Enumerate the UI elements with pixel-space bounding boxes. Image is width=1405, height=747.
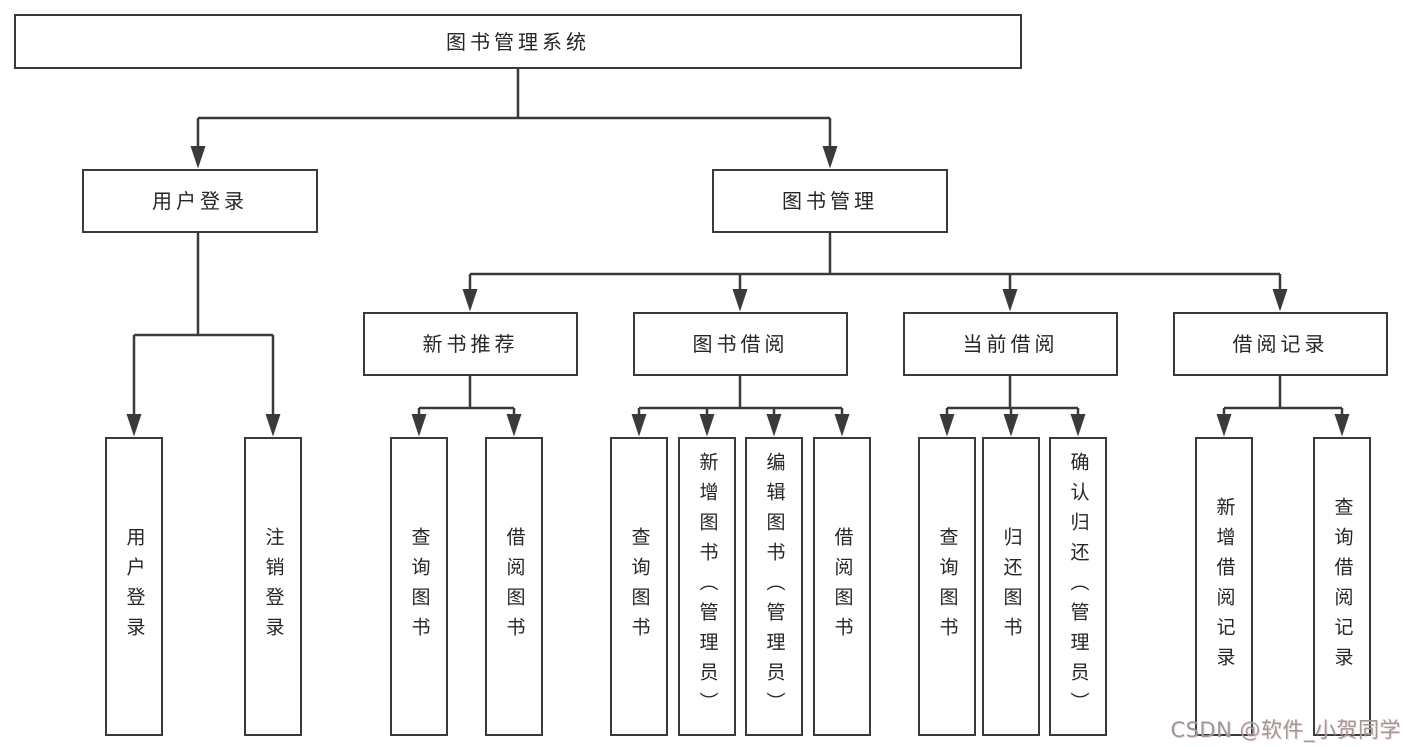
- node-label: 查询借阅记录: [1331, 496, 1354, 677]
- edge-borrow-records-to-leaves: [1216, 376, 1350, 437]
- node-label: 查询图书: [936, 526, 959, 647]
- node-borrow-records: 借阅记录: [1173, 312, 1388, 376]
- csdn-watermark: CSDN @软件_小贺同学: [1170, 718, 1401, 742]
- node-label: 归还图书: [1000, 526, 1023, 647]
- node-book-borrow: 图书借阅: [633, 312, 848, 376]
- leaf-edit-books-admin: 编辑图书（管理员）: [745, 437, 803, 736]
- node-label: 新增图书（管理员）: [696, 451, 719, 722]
- node-user-login: 用户登录: [82, 169, 318, 233]
- leaf-logout: 注销登录: [244, 437, 302, 736]
- node-label: 查询图书: [408, 526, 431, 647]
- node-label: 借阅记录: [1232, 332, 1329, 356]
- edge-book-borrow-to-leaves: [631, 376, 850, 437]
- leaf-add-borrow-record: 新增借阅记录: [1195, 437, 1253, 736]
- node-label: 新书推荐: [422, 332, 519, 356]
- edge-new-book-recommend-to-leaves: [411, 376, 522, 437]
- leaf-borrow-books: 借阅图书: [813, 437, 871, 736]
- node-label: 确认归还（管理员）: [1067, 451, 1090, 722]
- node-label: 新增借阅记录: [1213, 496, 1236, 677]
- node-label: 用户登录: [123, 526, 146, 647]
- node-label: 图书管理系统: [446, 29, 590, 54]
- leaf-query-books-borrow: 查询图书: [610, 437, 668, 736]
- edge-root-to-level2: [190, 69, 838, 169]
- node-label: 用户登录: [152, 189, 248, 213]
- node-label: 编辑图书（管理员）: [763, 451, 786, 722]
- leaf-user-login: 用户登录: [105, 437, 163, 736]
- leaf-add-books-admin: 新增图书（管理员）: [678, 437, 736, 736]
- node-current-borrow: 当前借阅: [903, 312, 1118, 376]
- node-label: 注销登录: [262, 526, 285, 647]
- node-book-management: 图书管理: [712, 169, 948, 233]
- node-label: 当前借阅: [962, 332, 1059, 356]
- node-label: 借阅图书: [831, 526, 854, 647]
- leaf-query-borrow-record: 查询借阅记录: [1313, 437, 1371, 736]
- leaf-confirm-return-admin: 确认归还（管理员）: [1049, 437, 1107, 736]
- node-label: 图书借阅: [692, 332, 789, 356]
- edge-user-login-to-leaves: [126, 233, 281, 437]
- leaf-borrow-books-recommend: 借阅图书: [485, 437, 543, 736]
- leaf-query-books-recommend: 查询图书: [390, 437, 448, 736]
- node-library-system: 图书管理系统: [14, 14, 1022, 69]
- node-label: 查询图书: [628, 526, 651, 647]
- leaf-return-books: 归还图书: [982, 437, 1040, 736]
- edge-current-borrow-to-leaves: [939, 376, 1086, 437]
- node-label: 图书管理: [782, 189, 878, 213]
- node-new-book-recommend: 新书推荐: [363, 312, 578, 376]
- edge-book-management-to-level3: [462, 233, 1288, 312]
- leaf-query-books-current: 查询图书: [918, 437, 976, 736]
- node-label: 借阅图书: [503, 526, 526, 647]
